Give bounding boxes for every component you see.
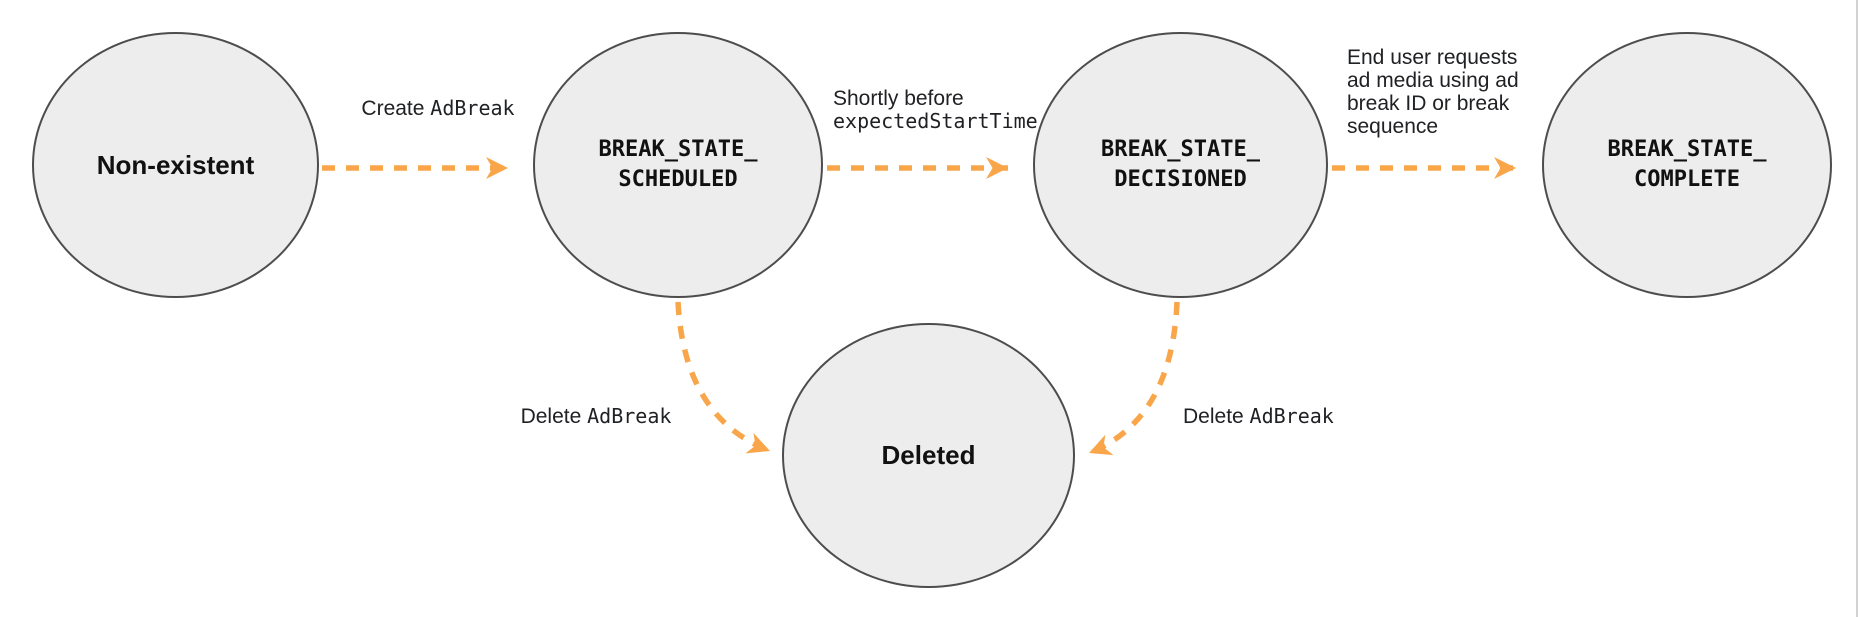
state-label-complete-line2: COMPLETE <box>1634 167 1740 192</box>
edge-label-enduser-line2: ad media using ad <box>1347 69 1519 92</box>
state-node-break-state-decisioned: BREAK_STATE_ DECISIONED <box>1033 32 1328 298</box>
edge-label-delete-left-text: Delete <box>520 405 588 428</box>
state-node-break-state-complete: BREAK_STATE_ COMPLETE <box>1542 32 1832 298</box>
edge-label-delete-adbreak-left: Delete AdBreak <box>496 404 696 429</box>
arrow-delete-right <box>1087 301 1180 456</box>
edge-label-end-user-requests: End user requests ad media using ad brea… <box>1347 46 1519 138</box>
state-label-scheduled-line2: SCHEDULED <box>618 167 738 192</box>
state-node-break-state-scheduled: BREAK_STATE_ SCHEDULED <box>533 32 823 298</box>
state-node-deleted: Deleted <box>782 323 1075 588</box>
edge-label-enduser-line4: sequence <box>1347 115 1439 138</box>
state-label-decisioned-line1: BREAK_STATE_ <box>1101 137 1260 162</box>
state-label-complete-line1: BREAK_STATE_ <box>1607 137 1767 162</box>
edge-label-delete-adbreak-right: Delete AdBreak <box>1183 404 1334 429</box>
state-label-deleted: Deleted <box>881 440 976 470</box>
edge-label-enduser-line1: End user requests <box>1347 46 1518 69</box>
state-label-scheduled-line1: BREAK_STATE_ <box>598 137 758 162</box>
edge-label-shortly-line1: Shortly before <box>833 87 964 110</box>
state-node-non-existent: Non-existent <box>32 32 319 298</box>
arrow-delete-left <box>675 301 771 454</box>
edge-label-shortly-line2: expectedStartTime <box>833 109 1038 133</box>
state-label-non-existent: Non-existent <box>96 149 255 180</box>
edge-label-delete-right-code: AdBreak <box>1249 404 1334 428</box>
state-label-decisioned-line2: DECISIONED <box>1114 167 1247 192</box>
edge-label-create-code: AdBreak <box>430 96 515 120</box>
edge-label-delete-left-code: AdBreak <box>587 404 672 428</box>
edge-label-create-adbreak: Create AdBreak <box>340 96 536 121</box>
edge-label-delete-right-text: Delete <box>1183 405 1250 428</box>
edge-label-create-text: Create <box>361 97 431 120</box>
edge-label-shortly-before: Shortly before expectedStartTime <box>833 87 1038 133</box>
edge-label-enduser-line3: break ID or break <box>1347 92 1510 115</box>
